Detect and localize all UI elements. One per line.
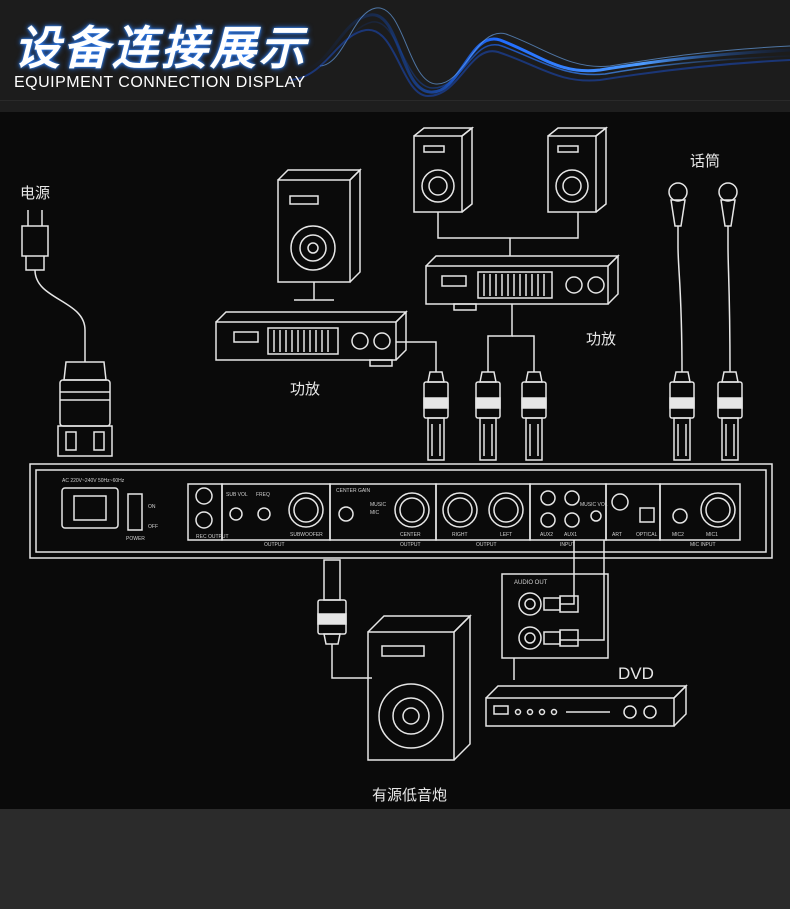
power-label: POWER bbox=[126, 536, 145, 542]
center-label: CENTER bbox=[400, 532, 421, 538]
wave-graphic bbox=[289, 7, 790, 98]
page-subtitle: EQUIPMENT CONNECTION DISPLAY bbox=[14, 74, 306, 91]
footer-band bbox=[0, 809, 790, 909]
music-vol-label: MUSIC VOL bbox=[580, 502, 608, 508]
connection-diagram: AC 220V~240V 50Hz~60Hz ON OFF POWER REC … bbox=[21, 126, 773, 761]
music-label: MUSIC bbox=[370, 502, 387, 508]
label-amp-left: 功放 bbox=[290, 380, 321, 398]
xlr-connector-sub bbox=[317, 559, 372, 679]
xlr-connector-3 bbox=[521, 371, 547, 461]
power-plug-icon bbox=[21, 210, 113, 457]
microphone-right-icon bbox=[717, 182, 743, 461]
processor-unit bbox=[29, 463, 773, 559]
aux2-label: AUX2 bbox=[540, 532, 553, 538]
audio-out-label: AUDIO OUT bbox=[514, 580, 548, 586]
diagram-panel: AC 220V~240V 50Hz~60Hz ON OFF POWER REC … bbox=[0, 112, 790, 809]
output-label-1: OUTPUT bbox=[264, 542, 285, 548]
label-microphone: 话筒 bbox=[690, 152, 721, 170]
sub-vol-label: SUB VOL bbox=[226, 492, 248, 498]
speaker-top-right-icon bbox=[547, 126, 609, 213]
audio-out-callout bbox=[501, 573, 609, 680]
mic-label: MIC bbox=[370, 510, 380, 516]
label-dvd: DVD bbox=[618, 664, 654, 683]
mic2-label: MIC2 bbox=[672, 532, 684, 538]
left-label: LEFT bbox=[500, 532, 512, 538]
rec-output-label: REC OUTPUT bbox=[196, 534, 229, 540]
center-gain-label: CENTER GAIN bbox=[336, 488, 371, 494]
aux1-label: AUX1 bbox=[564, 532, 577, 538]
microphone-left-icon bbox=[668, 182, 695, 461]
xlr-connector-1 bbox=[423, 371, 449, 461]
speaker-left-icon bbox=[277, 168, 362, 301]
amplifier-right-icon bbox=[425, 254, 620, 311]
output-label-2: OUTPUT bbox=[400, 542, 421, 548]
label-amp-right: 功放 bbox=[586, 330, 617, 348]
output-label-3: OUTPUT bbox=[476, 542, 497, 548]
page-title: 设备连接展示 bbox=[14, 21, 308, 75]
mic-input-label: MIC INPUT bbox=[690, 542, 716, 548]
optical-label: OPTICAL bbox=[636, 532, 658, 538]
power-on-label: ON bbox=[148, 504, 156, 510]
dvd-player-icon bbox=[485, 684, 688, 727]
label-power: 电源 bbox=[20, 184, 51, 202]
ac-voltage-label: AC 220V~240V 50Hz~60Hz bbox=[62, 478, 125, 484]
power-off-label: OFF bbox=[148, 524, 158, 530]
input-label: INPUT bbox=[560, 542, 575, 548]
freq-label: FREQ bbox=[256, 492, 270, 498]
speaker-top-left-icon bbox=[413, 126, 475, 213]
mic1-label: MIC1 bbox=[706, 532, 718, 538]
subwoofer-icon bbox=[367, 614, 472, 761]
subwoofer-jack-label: SUBWOOFER bbox=[290, 532, 323, 538]
label-subwoofer: 有源低音炮 bbox=[372, 786, 448, 804]
right-label: RIGHT bbox=[452, 532, 468, 538]
xlr-connector-2 bbox=[475, 371, 501, 461]
art-label: ART bbox=[612, 532, 622, 538]
header-banner: 设备连接展示 EQUIPMENT CONNECTION DISPLAY bbox=[0, 0, 790, 101]
amplifier-left-icon bbox=[215, 310, 408, 367]
